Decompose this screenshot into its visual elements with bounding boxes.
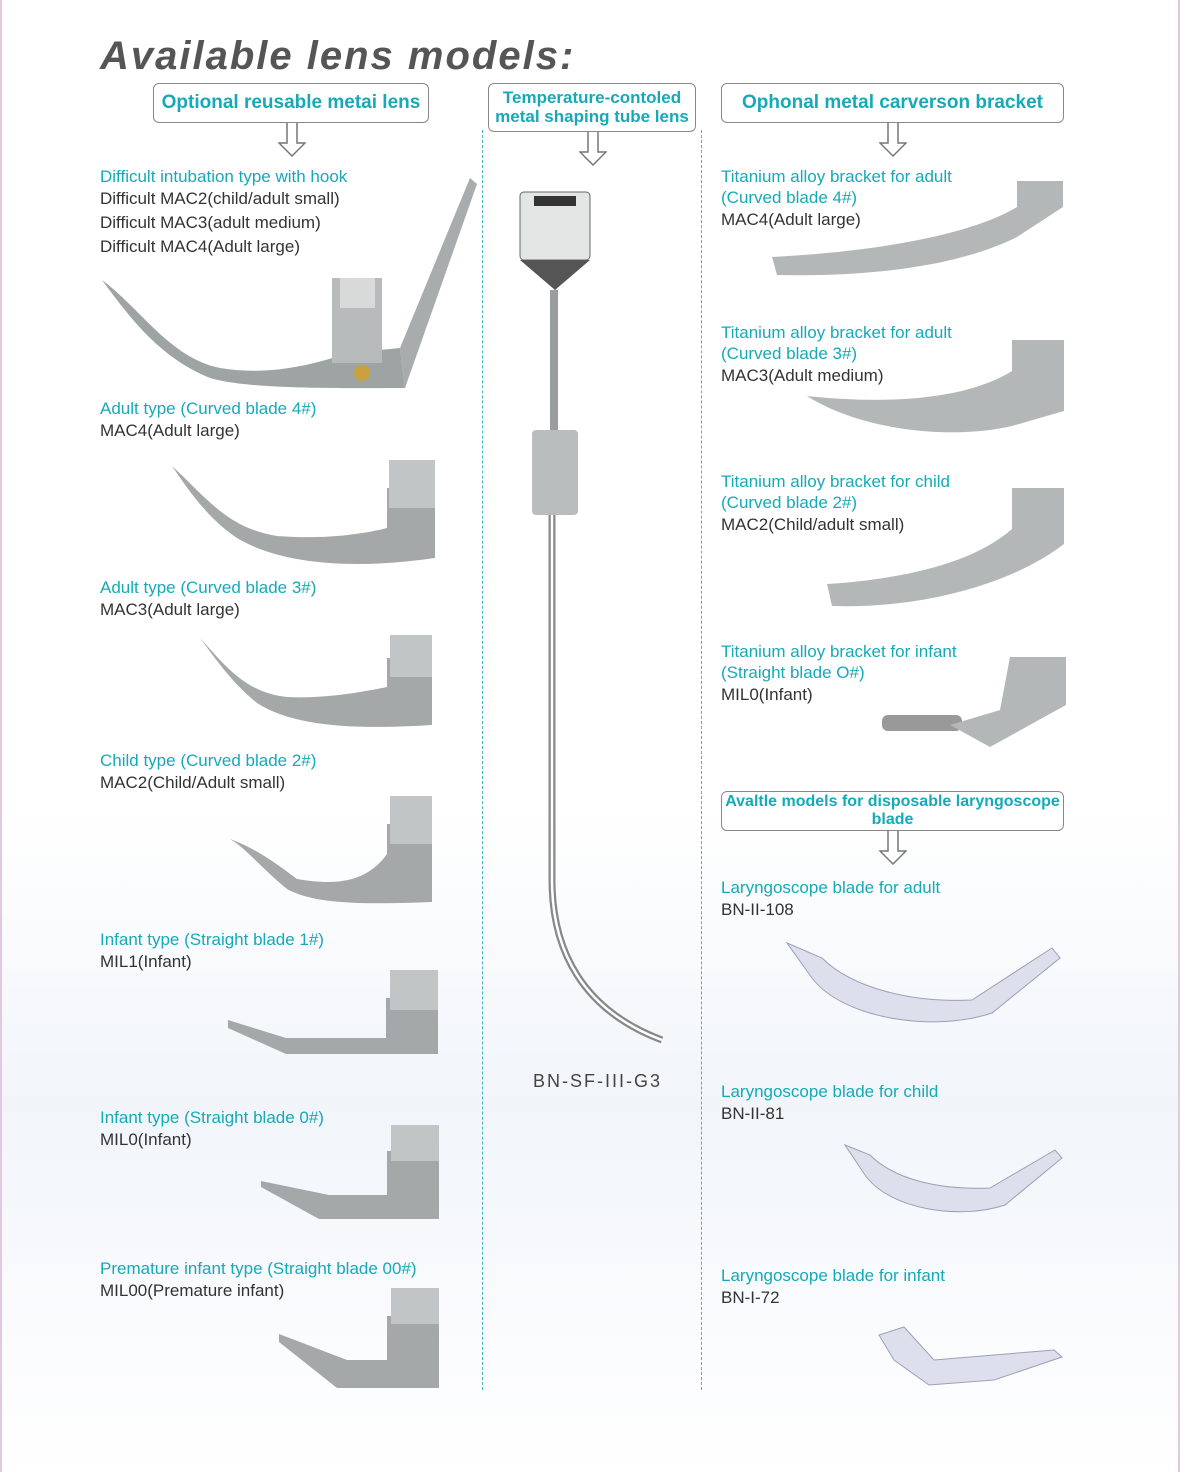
bracket-mac2-image [827,488,1064,607]
header-bracket: Ophonal metal carverson bracket [721,83,1064,123]
item-code: BN-II-108 [721,900,794,919]
item-title: (Curved blade 2#) [721,493,858,512]
left-item-mil00: Premature infant type (Straight blade 00… [100,1258,417,1303]
disposable-item-infant: Laryngoscope blade for infant BN-I-72 [721,1265,945,1310]
disposable-item-adult: Laryngoscope blade for adult BN-II-108 [721,877,940,922]
down-arrow-icon [879,831,907,865]
bracket-mac3-image [807,340,1064,433]
item-title: Titanium alloy bracket for infant [721,642,957,661]
bracket-item-mac3: Titanium alloy bracket for adult (Curved… [721,322,952,388]
item-title: Adult type (Curved blade 4#) [100,399,317,418]
bracket-mac4-image [772,181,1063,276]
item-title: Laryngoscope blade for child [721,1082,939,1101]
item-model: MIL00(Premature infant) [100,1281,285,1300]
left-item-mac2: Child type (Curved blade 2#) MAC2(Child/… [100,750,316,795]
header-disposable: Avaltle models for disposable laryngosco… [721,791,1064,831]
left-item-mil1: Infant type (Straight blade 1#) MIL1(Inf… [100,929,324,974]
item-code: BN-II-81 [721,1104,785,1123]
item-title: Titanium alloy bracket for adult [721,323,952,342]
item-model: MAC4(Adult large) [100,421,240,440]
item-model: MAC2(Child/adult small) [721,515,905,534]
item-model: Difficult MAC2(child/adult small) [100,189,340,208]
mac4-blade-image [172,460,435,564]
item-model: MIL1(Infant) [100,952,192,971]
bracket-mil0-image [882,657,1066,747]
item-title: Infant type (Straight blade 1#) [100,930,324,949]
bracket-item-mac2: Titanium alloy bracket for child (Curved… [721,471,950,537]
item-title: (Straight blade O#) [721,663,865,682]
item-title: Titanium alloy bracket for child [721,472,950,491]
header-reusable-lens: Optional reusable metai lens [153,83,429,123]
left-item-mac4: Adult type (Curved blade 4#) MAC4(Adult … [100,398,316,443]
item-model: MIL0(Infant) [100,1130,192,1149]
down-arrow-icon [879,123,907,157]
item-title: Adult type (Curved blade 3#) [100,578,317,597]
item-model: MAC3(Adult medium) [721,366,884,385]
item-title: Laryngoscope blade for adult [721,878,941,897]
hook-blade-image [102,178,477,389]
left-item-mil0: Infant type (Straight blade 0#) MIL0(Inf… [100,1107,324,1152]
column-divider [701,130,702,1390]
item-title: Infant type (Straight blade 0#) [100,1108,324,1127]
tube-lens-code: BN-SF-III-G3 [533,1071,663,1091]
item-model: MAC3(Adult large) [100,600,240,619]
item-title: Titanium alloy bracket for adult [721,167,952,186]
disposable-infant-image [878,1326,1063,1386]
item-title: Child type (Curved blade 2#) [100,751,317,770]
item-model: MAC4(Adult large) [721,210,861,229]
item-code: BN-I-72 [721,1288,780,1307]
item-title: (Curved blade 4#) [721,188,858,207]
mil1-blade-image [228,970,438,1054]
disposable-adult-image [785,941,1061,1023]
item-model: MIL0(Infant) [721,685,813,704]
down-arrow-icon [579,132,607,166]
item-model: Difficult MAC4(Adult large) [100,237,300,256]
item-title: Laryngoscope blade for infant [721,1266,945,1285]
mac2-blade-image [230,796,432,904]
disposable-item-child: Laryngoscope blade for child BN-II-81 [721,1081,938,1126]
item-title: Difficult intubation type with hook [100,167,348,186]
bracket-item-mil0: Titanium alloy bracket for infant (Strai… [721,641,957,707]
page-title: Available lens models: [100,34,576,78]
header-tube-lens: Temperature-contoled metal shaping tube … [488,83,696,132]
disposable-child-image [843,1143,1063,1213]
item-title: Premature infant type (Straight blade 00… [100,1259,417,1278]
item-title: (Curved blade 3#) [721,344,858,363]
column-divider [482,130,483,1390]
left-item-difficult: Difficult intubation type with hook Diff… [100,166,347,259]
bracket-item-mac4: Titanium alloy bracket for adult (Curved… [721,166,952,232]
item-model: MAC2(Child/Adult small) [100,773,286,792]
tube-lens-image [519,191,664,1044]
mil0-blade-image [261,1125,439,1219]
item-model: Difficult MAC3(adult medium) [100,213,321,232]
down-arrow-icon [278,123,306,157]
mil00-blade-image [279,1288,439,1388]
mac3-blade-image [200,635,432,727]
left-item-mac3: Adult type (Curved blade 3#) MAC3(Adult … [100,577,316,622]
